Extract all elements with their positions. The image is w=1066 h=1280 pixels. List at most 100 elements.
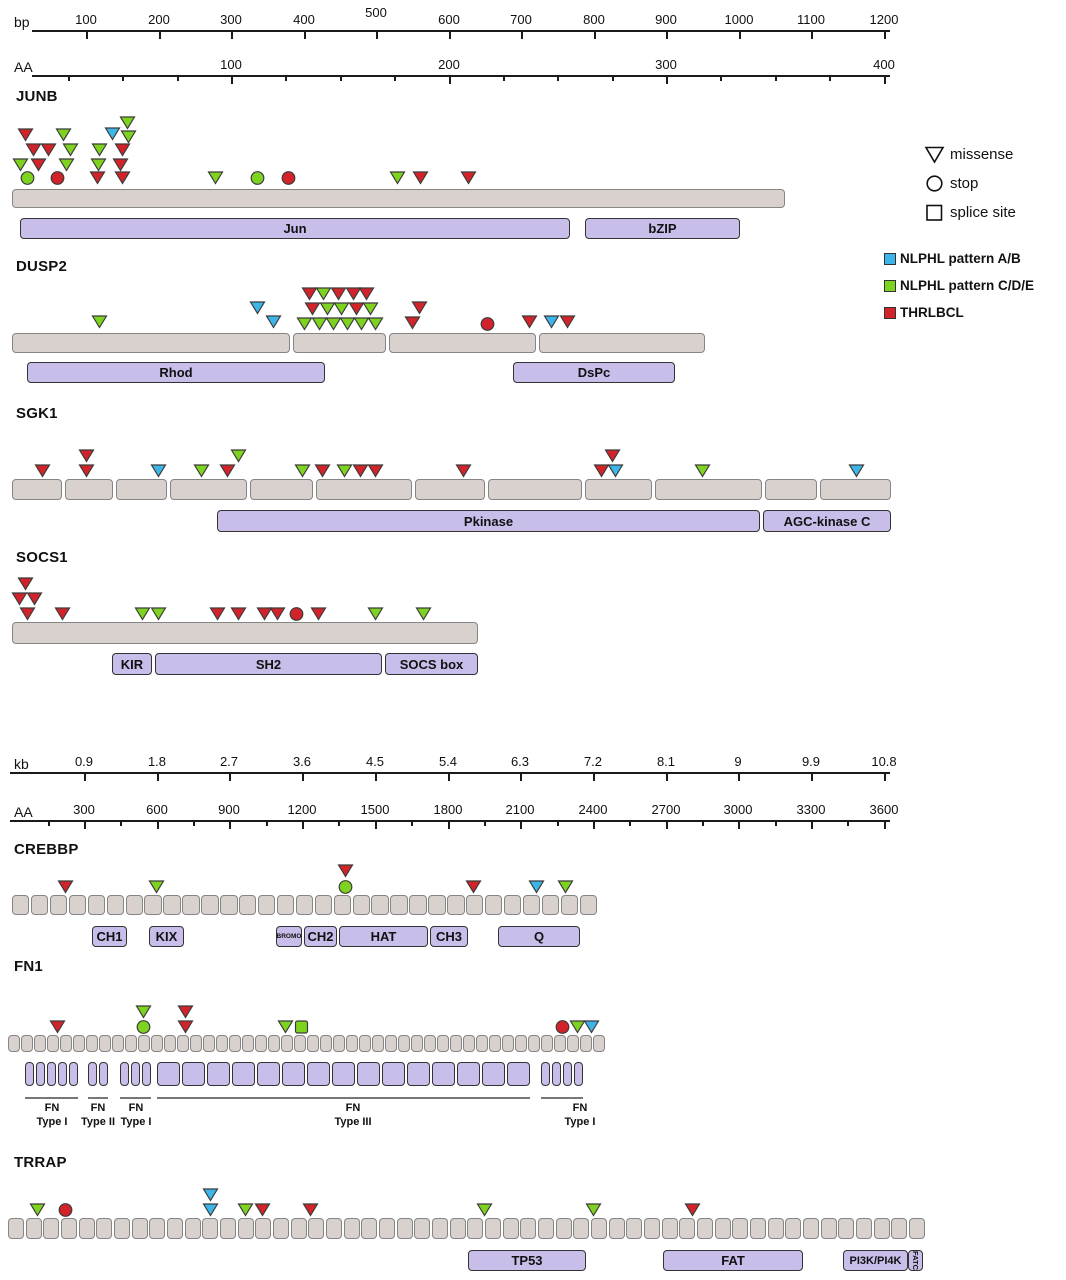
ruler-tick (375, 820, 377, 829)
domain-dspc: DsPc (513, 362, 675, 383)
marker-missense-red (229, 606, 247, 621)
marker-missense-blue (542, 314, 560, 329)
gene-name-crebbp: CREBBP (14, 841, 79, 858)
exon-segment (184, 1218, 201, 1239)
fn-domain-box (332, 1062, 355, 1086)
fn-domain-box (157, 1062, 180, 1086)
marker-stop-red (49, 170, 66, 185)
exon-segment (255, 1035, 267, 1052)
ruler-minor-tick (122, 75, 124, 81)
fn-domain-box (58, 1062, 67, 1086)
marker-missense-blue (103, 126, 121, 141)
ruler-tick (666, 772, 668, 781)
ruler-minor-tick (193, 820, 195, 826)
ruler-tick (302, 772, 304, 781)
exon-segment (378, 1218, 396, 1239)
exon-segment (372, 1035, 384, 1052)
exon-segment (398, 1035, 410, 1052)
ruler-minor-tick (629, 820, 631, 826)
marker-missense-red (683, 1202, 701, 1217)
ruler-tick-label: 9 (734, 754, 742, 769)
domain-fat: FAT (663, 1250, 803, 1271)
marker-missense-red (558, 314, 576, 329)
exon-segment (567, 1035, 579, 1052)
exon-segment (541, 1035, 553, 1052)
marker-missense-red (29, 157, 47, 172)
fn-group-line (25, 1097, 78, 1099)
legend-swatch-green (884, 280, 896, 292)
domain-ch2: CH2 (304, 926, 337, 947)
marker-missense-green (332, 301, 350, 316)
marker-missense-red (454, 463, 472, 478)
ruler-tick-label: 5.4 (438, 754, 458, 769)
exon-segment (138, 1035, 150, 1052)
ruler-minor-tick (557, 820, 559, 826)
exon-segment (12, 479, 62, 500)
domain-socs-box: SOCS box (385, 653, 478, 675)
exon-segment (106, 895, 124, 915)
marker-missense-red (33, 463, 51, 478)
marker-missense-red (520, 314, 538, 329)
exon-segment (86, 1035, 98, 1052)
ruler-minor-tick (394, 75, 396, 81)
marker-missense-red (351, 463, 369, 478)
marker-missense-green (568, 1019, 586, 1034)
ruler-tick (84, 820, 86, 829)
exon-segment (276, 895, 295, 915)
fn-domain-box (357, 1062, 380, 1086)
exon-segment (515, 1035, 527, 1052)
domain-pkinase: Pkinase (217, 510, 760, 532)
marker-missense-red (53, 606, 71, 621)
fn-domain-box (25, 1062, 34, 1086)
marker-missense-red (403, 315, 421, 330)
exon-segment (396, 1218, 413, 1239)
exon-segment (219, 1218, 237, 1239)
exon-segment (125, 895, 143, 915)
exon-segment (785, 1218, 802, 1239)
exon-segment (164, 1035, 176, 1052)
ruler-tick (302, 820, 304, 829)
marker-stop-red (280, 170, 297, 185)
domain-pi3k-pi4k: PI3K/PI4K (843, 1250, 908, 1271)
marker-missense-green (89, 157, 107, 172)
exon-segment (431, 1218, 449, 1239)
exon-segment (696, 1218, 714, 1239)
ruler-tick-label: 1100 (797, 12, 825, 27)
ruler-tick (739, 30, 741, 39)
exon-segment (449, 1218, 466, 1239)
ruler-unit-label-kb-2: kb (14, 756, 29, 772)
exon-segment (12, 333, 290, 353)
marker-missense-green (295, 316, 313, 331)
marker-stop-green (249, 170, 266, 185)
marker-stop-green (135, 1019, 152, 1034)
ruler-tick-label: 100 (220, 57, 242, 72)
marker-missense-red (300, 286, 318, 301)
exon-segment (144, 895, 162, 915)
ruler-tick-label: 1.8 (147, 754, 167, 769)
marker-missense-green (366, 316, 384, 331)
exon-segment (242, 1035, 254, 1052)
exon-segment (593, 1035, 605, 1052)
exon-segment (294, 1035, 306, 1052)
exon-segment (8, 1035, 20, 1052)
exon-segment (891, 1218, 908, 1239)
legend-swatch-red (884, 307, 896, 319)
marker-missense-red (301, 1202, 319, 1217)
exon-segment (767, 1218, 784, 1239)
marker-missense-green (147, 879, 165, 894)
ruler-tick (666, 820, 668, 829)
exon-segment (325, 1218, 343, 1239)
marker-missense-red (48, 1019, 66, 1034)
marker-missense-red (303, 301, 321, 316)
ruler-tick (449, 75, 451, 84)
ruler-tick (811, 30, 813, 39)
exon-segment (855, 1218, 872, 1239)
exon-segment (202, 1218, 219, 1239)
exon-segment (239, 895, 257, 915)
marker-missense-red (56, 879, 74, 894)
exon-segment (112, 1035, 124, 1052)
marker-missense-red (464, 879, 482, 894)
exon-segment (590, 1218, 608, 1239)
